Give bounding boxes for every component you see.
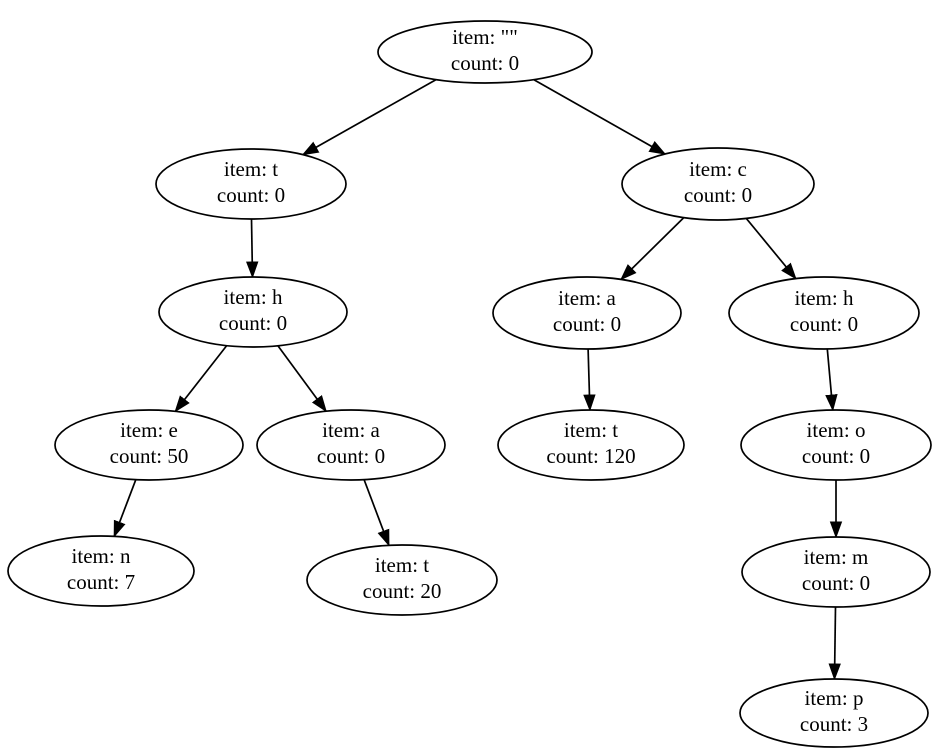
node-count-label: count: 50 — [110, 444, 189, 468]
node-count-label: count: 120 — [546, 444, 635, 468]
edge-the-then — [113, 479, 137, 538]
node-item-label: item: a — [322, 418, 380, 442]
node-ellipse — [158, 276, 348, 348]
node-item-label: item: "" — [452, 25, 518, 49]
edge-root-t — [301, 78, 437, 156]
node-count-label: count: 0 — [317, 444, 385, 468]
tree-node-root: item: ""count: 0 — [377, 20, 593, 84]
node-item-label: item: t — [375, 553, 429, 577]
node-count-label: count: 0 — [219, 311, 287, 335]
node-ellipse — [740, 409, 932, 481]
node-item-label: item: h — [795, 286, 854, 310]
edge-tha-that — [363, 479, 390, 547]
node-count-label: count: 3 — [800, 712, 868, 736]
edges-layer — [113, 78, 843, 681]
node-count-label: count: 7 — [67, 570, 135, 594]
node-ellipse — [728, 276, 920, 350]
edge-ch-cho — [825, 348, 838, 412]
node-ellipse — [492, 276, 682, 350]
node-item-label: item: a — [558, 286, 616, 310]
edge-th-the — [174, 345, 228, 413]
node-count-label: count: 0 — [217, 183, 285, 207]
node-item-label: item: m — [804, 545, 869, 569]
node-item-label: item: t — [224, 157, 278, 181]
node-item-label: item: n — [72, 544, 131, 568]
node-count-label: count: 0 — [802, 444, 870, 468]
node-ellipse — [54, 409, 244, 481]
node-ellipse — [741, 536, 931, 608]
node-ellipse — [155, 148, 347, 220]
edge-root-c — [533, 78, 667, 155]
node-ellipse — [739, 678, 929, 748]
node-ellipse — [621, 147, 815, 221]
node-item-label: item: t — [564, 418, 618, 442]
node-ellipse — [7, 535, 195, 607]
edge-th-tha — [277, 345, 327, 413]
node-count-label: count: 0 — [684, 183, 752, 207]
node-count-label: count: 0 — [553, 312, 621, 336]
node-item-label: item: o — [807, 418, 866, 442]
node-count-label: count: 20 — [363, 579, 442, 603]
node-item-label: item: h — [224, 285, 283, 309]
node-ellipse — [497, 409, 685, 481]
edge-t-th — [246, 218, 259, 279]
edge-c-ch — [745, 217, 797, 280]
node-ellipse — [256, 409, 446, 481]
node-item-label: item: c — [689, 157, 747, 181]
node-ellipse — [377, 20, 593, 84]
node-count-label: count: 0 — [451, 51, 519, 75]
edge-ca-cat — [583, 348, 596, 412]
node-item-label: item: e — [120, 418, 178, 442]
edge-chom-chomp — [828, 606, 841, 681]
edge-c-ca — [620, 216, 685, 281]
node-count-label: count: 0 — [790, 312, 858, 336]
node-ellipse — [306, 544, 498, 616]
node-item-label: item: p — [805, 686, 864, 710]
node-count-label: count: 0 — [802, 571, 870, 595]
